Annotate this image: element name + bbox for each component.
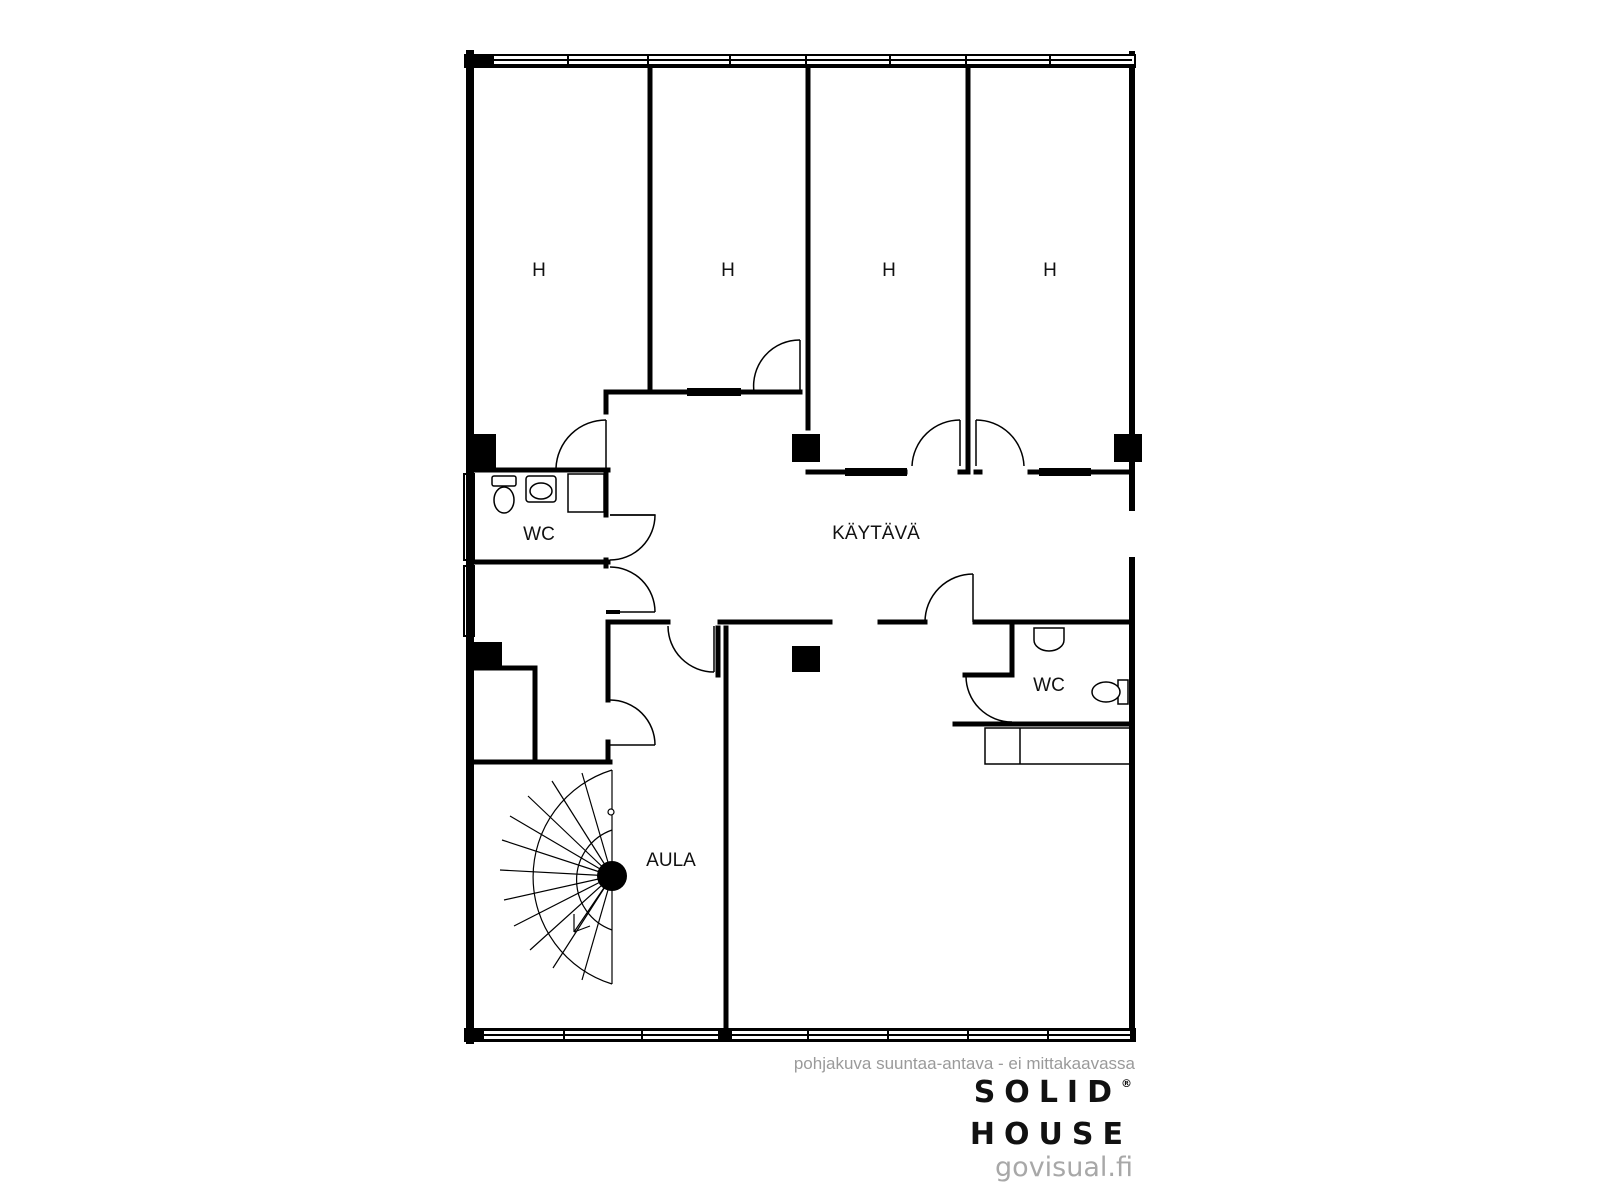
room-label-lobby: AULA xyxy=(646,850,696,871)
room-label-h1: H xyxy=(532,260,546,281)
brand-word-solid: SOLID xyxy=(973,1075,1121,1110)
room-label-wc-left: WC xyxy=(523,524,555,545)
room-label-corridor: KÄYTÄVÄ xyxy=(832,523,920,544)
brand-logo-line1: SOLID® xyxy=(900,1075,1132,1110)
disclaimer-note: pohjakuva suuntaa-antava - ei mittakaava… xyxy=(793,1054,1135,1073)
door-swings xyxy=(555,339,1131,765)
room-label-h4: H xyxy=(1043,260,1057,281)
columns xyxy=(464,434,1142,1042)
fixtures xyxy=(491,475,1129,705)
staircase-pole xyxy=(597,861,627,891)
window-marks xyxy=(463,56,1132,1040)
walls xyxy=(464,50,1136,1044)
website-text: govisual.fi xyxy=(995,1152,1133,1183)
room-label-h3: H xyxy=(882,260,896,281)
room-label-wc-right: WC xyxy=(1033,675,1065,696)
room-label-h2: H xyxy=(721,260,735,281)
brand-logo-line2: HOUSE xyxy=(969,1117,1132,1152)
registered-mark: ® xyxy=(1121,1077,1132,1090)
spiral-staircase xyxy=(499,769,615,985)
